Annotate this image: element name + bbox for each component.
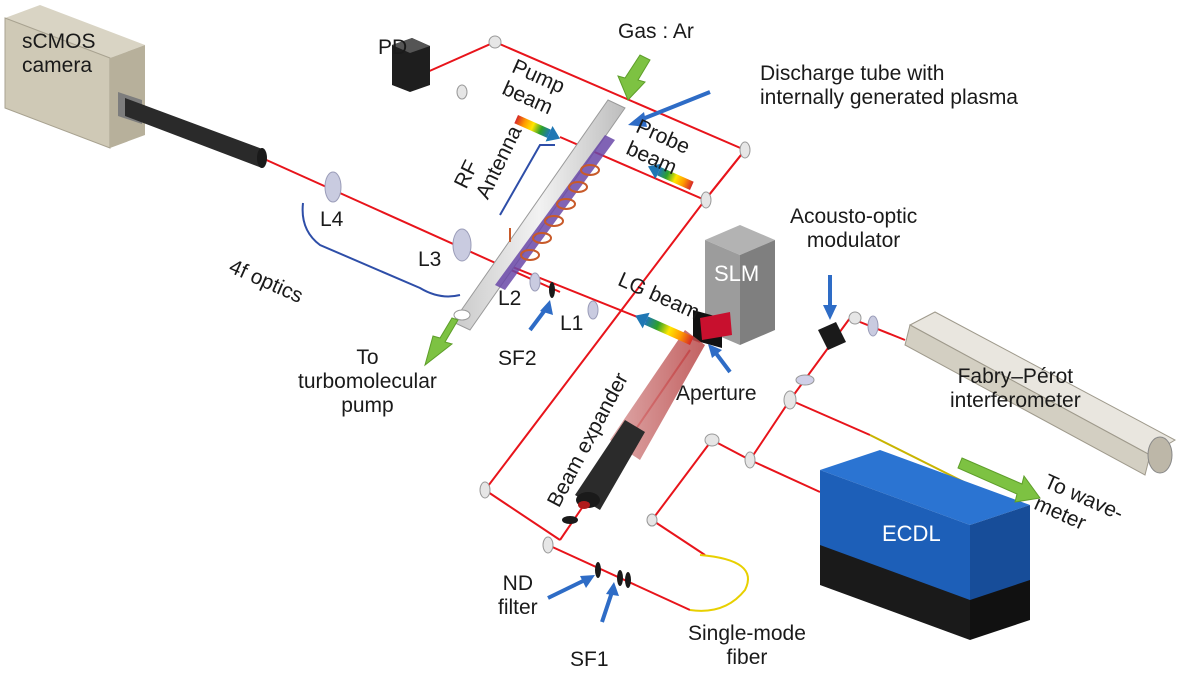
wavemeter-arrow	[957, 457, 1041, 503]
antenna-bracket	[499, 144, 555, 216]
aom-label-line-1: Acousto-optic	[790, 205, 918, 228]
aperture-label: Aperture	[676, 382, 757, 405]
filters	[549, 282, 631, 588]
lenses	[324, 171, 879, 337]
slm-label: SLM	[714, 261, 760, 286]
discharge-label: Discharge tube with internally generated…	[760, 62, 1018, 110]
ecdl-beam	[748, 317, 851, 493]
fabry-perot-label-line-1: Fabry–Pérot	[957, 365, 1074, 388]
nd-filter-label: ND filter	[498, 572, 538, 620]
lg-beam-arrow	[635, 312, 694, 345]
l2-label: L2	[498, 287, 522, 310]
nd-filter-label-line-1: ND	[502, 572, 534, 595]
aom-label-line-2: modulator	[806, 229, 901, 252]
lens-l4	[324, 171, 342, 203]
pointer-arrows	[528, 90, 837, 623]
probe-beam-arrow	[647, 163, 694, 190]
aom-device	[818, 322, 846, 350]
fiber-coupling-beam-2	[651, 519, 706, 556]
probe-beam-path	[704, 149, 746, 201]
fiber-label-line-1: Single-mode	[688, 622, 806, 645]
fiber-label: Single-mode fiber	[688, 622, 806, 670]
pump-beam-arrow	[514, 115, 561, 142]
lens-aom	[867, 315, 879, 337]
slm-device	[693, 225, 775, 348]
discharge-label-line-1: Discharge tube with	[760, 62, 945, 85]
to-pump-label-line-3: pump	[341, 394, 394, 417]
pump-outlet-arrow	[424, 317, 459, 367]
scmos-camera	[4, 5, 267, 168]
to-pump-label-line-2: turbomolecular	[298, 370, 437, 393]
pd-label: PD	[378, 36, 408, 59]
gas-inlet-arrow	[617, 54, 651, 101]
aom-label: Acousto-optic modulator	[790, 205, 917, 253]
single-mode-fiber	[689, 554, 749, 612]
fiber-coupling-beam	[651, 439, 713, 521]
camera-label-line-1: sCMOS	[22, 30, 96, 53]
beam-arrows	[514, 115, 694, 345]
laser-beams	[261, 40, 906, 611]
sf1-label: SF1	[570, 648, 609, 671]
discharge-tube	[452, 99, 626, 331]
fabry-perot-label-line-2: interferometer	[950, 389, 1081, 412]
lens-l1	[587, 300, 599, 320]
l4-label: L4	[320, 208, 344, 231]
camera-label: sCMOS camera	[22, 30, 96, 78]
lens-l2	[529, 272, 541, 292]
l3-label: L3	[418, 248, 442, 271]
to-pump-label: To turbomolecular pump	[298, 346, 437, 418]
beam-expander	[575, 330, 705, 510]
camera-label-line-2: camera	[22, 54, 93, 77]
fp-beam	[789, 399, 871, 436]
to-pump-label-line-1: To	[356, 346, 379, 369]
fabry-perot	[904, 311, 1177, 476]
ecdl-laser	[820, 450, 1030, 640]
optics-4f-bracket	[301, 202, 461, 298]
fabry-perot-label: Fabry–Pérot interferometer	[950, 365, 1081, 413]
mirrors	[456, 35, 862, 554]
discharge-label-line-2: internally generated plasma	[760, 86, 1018, 109]
sf2-label: SF2	[498, 347, 537, 370]
nd-filter-label-line-2: filter	[498, 596, 538, 619]
gas-label: Gas : Ar	[618, 20, 694, 43]
lens-l3	[452, 228, 472, 262]
ecdl-label: ECDL	[882, 521, 941, 546]
l1-label: L1	[560, 312, 584, 335]
photodiode	[392, 38, 430, 92]
fiber-label-line-2: fiber	[726, 646, 768, 669]
flow-arrows	[424, 54, 1041, 503]
